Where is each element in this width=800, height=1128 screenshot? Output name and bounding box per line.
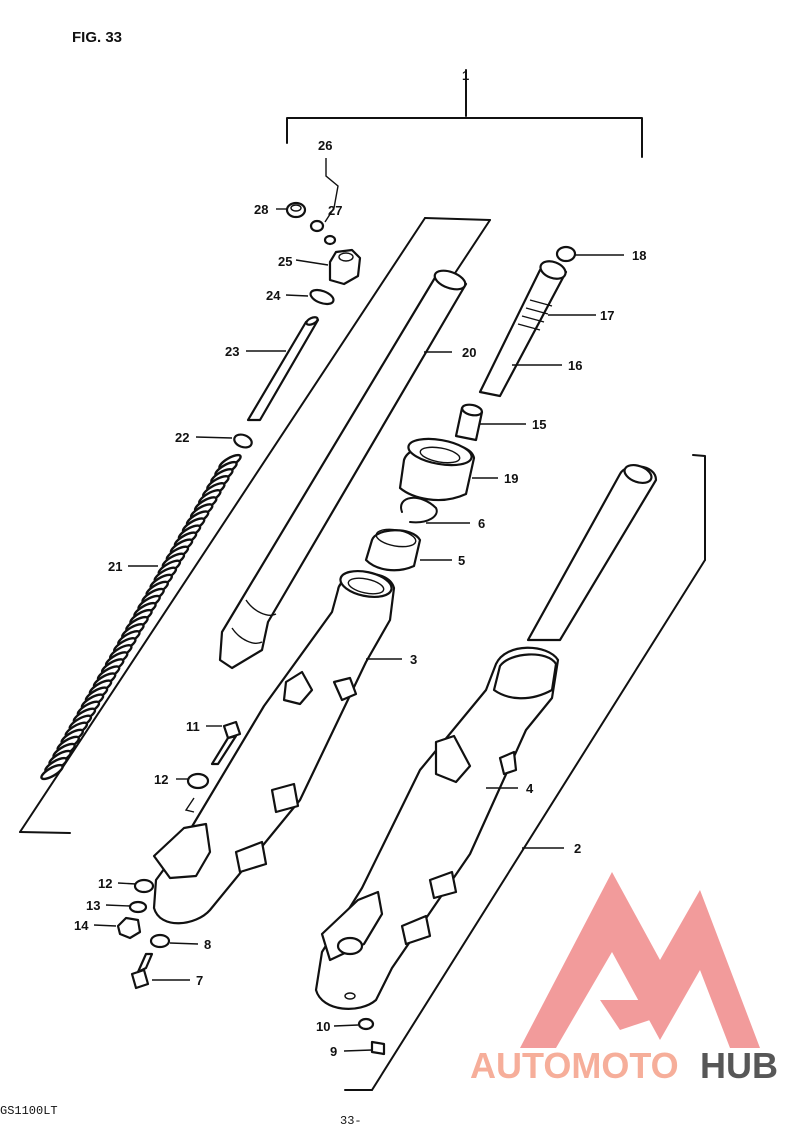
callout-19: 19 (504, 471, 518, 486)
part-24-oring (309, 288, 335, 306)
watermark-text-hub: HUB (700, 1045, 778, 1086)
part-20-inner-tube (218, 269, 468, 670)
callout-10: 10 (316, 1019, 330, 1034)
callout-15: 15 (532, 417, 546, 432)
callout-21: 21 (108, 559, 122, 574)
callout-24: 24 (266, 288, 281, 303)
leader-lines (93, 158, 624, 1052)
callout-20: 20 (462, 345, 476, 360)
part-15-oil-lock (454, 403, 484, 442)
callout-18: 18 (632, 248, 646, 263)
part-12-washer-upper (186, 772, 210, 790)
assembly-1-bracket: 1 (286, 68, 643, 158)
part-9-screw (370, 1040, 386, 1056)
part-14-nut (116, 916, 142, 940)
part-25-cap-bolt (328, 248, 362, 286)
part-21-spring (40, 453, 242, 781)
part-12-washer-lower (133, 878, 155, 894)
assembly-1-label: 1 (462, 68, 469, 83)
callout-22: 22 (175, 430, 189, 445)
part-11-bolt (210, 720, 242, 766)
part-2-outer-tube (314, 646, 560, 1010)
part-28-cap (285, 201, 307, 219)
callout-12-lower: 12 (98, 876, 112, 891)
part-4-inner-tube (526, 463, 658, 642)
callout-12-upper: 12 (154, 772, 168, 787)
part-27-oring (323, 234, 337, 246)
spring-coil (40, 763, 64, 781)
model-code: GS1100LT (0, 1104, 58, 1118)
part-26-valve (309, 219, 325, 233)
callout-13: 13 (86, 898, 100, 913)
callout-16: 16 (568, 358, 582, 373)
part-19-dust-seal (398, 437, 476, 502)
part-6-stopper-ring (400, 496, 438, 524)
part-8-gasket (149, 933, 171, 949)
assembly-2-bracket (344, 454, 706, 1091)
callout-8: 8 (204, 937, 211, 952)
callout-7: 7 (196, 973, 203, 988)
part-23-spacer (246, 316, 320, 422)
callout-11: 11 (186, 719, 200, 734)
part-13-spring-washer (128, 900, 148, 914)
part-22-washer (233, 433, 253, 449)
callout-3: 3 (410, 652, 417, 667)
callout-4: 4 (526, 781, 534, 796)
callout-6: 6 (478, 516, 485, 531)
callout-14: 14 (74, 918, 89, 933)
watermark: AUTOMOTO HUB (470, 872, 778, 1086)
callout-labels: 26 28 27 25 24 23 22 21 20 18 17 16 15 1… (74, 138, 646, 1059)
callout-2: 2 (574, 841, 581, 856)
callout-28: 28 (254, 202, 268, 217)
callout-5: 5 (458, 553, 465, 568)
watermark-logo-icon (520, 872, 760, 1048)
part-3-outer-tube (152, 569, 396, 925)
part-16-damper-rod (478, 260, 568, 398)
callout-23: 23 (225, 344, 239, 359)
callout-17: 17 (600, 308, 614, 323)
part-5-oil-seal (364, 528, 422, 572)
part-7-bolt (130, 952, 154, 990)
figure-title: FIG. 33 (72, 29, 122, 46)
part-18-ring (555, 245, 577, 263)
part-10-washer (357, 1017, 375, 1031)
callout-26: 26 (318, 138, 332, 153)
callout-9: 9 (330, 1044, 337, 1059)
watermark-text-automoto: AUTOMOTO (470, 1045, 679, 1086)
callout-25: 25 (278, 254, 292, 269)
callout-27: 27 (328, 203, 342, 218)
page-number: 33- (340, 1114, 362, 1128)
